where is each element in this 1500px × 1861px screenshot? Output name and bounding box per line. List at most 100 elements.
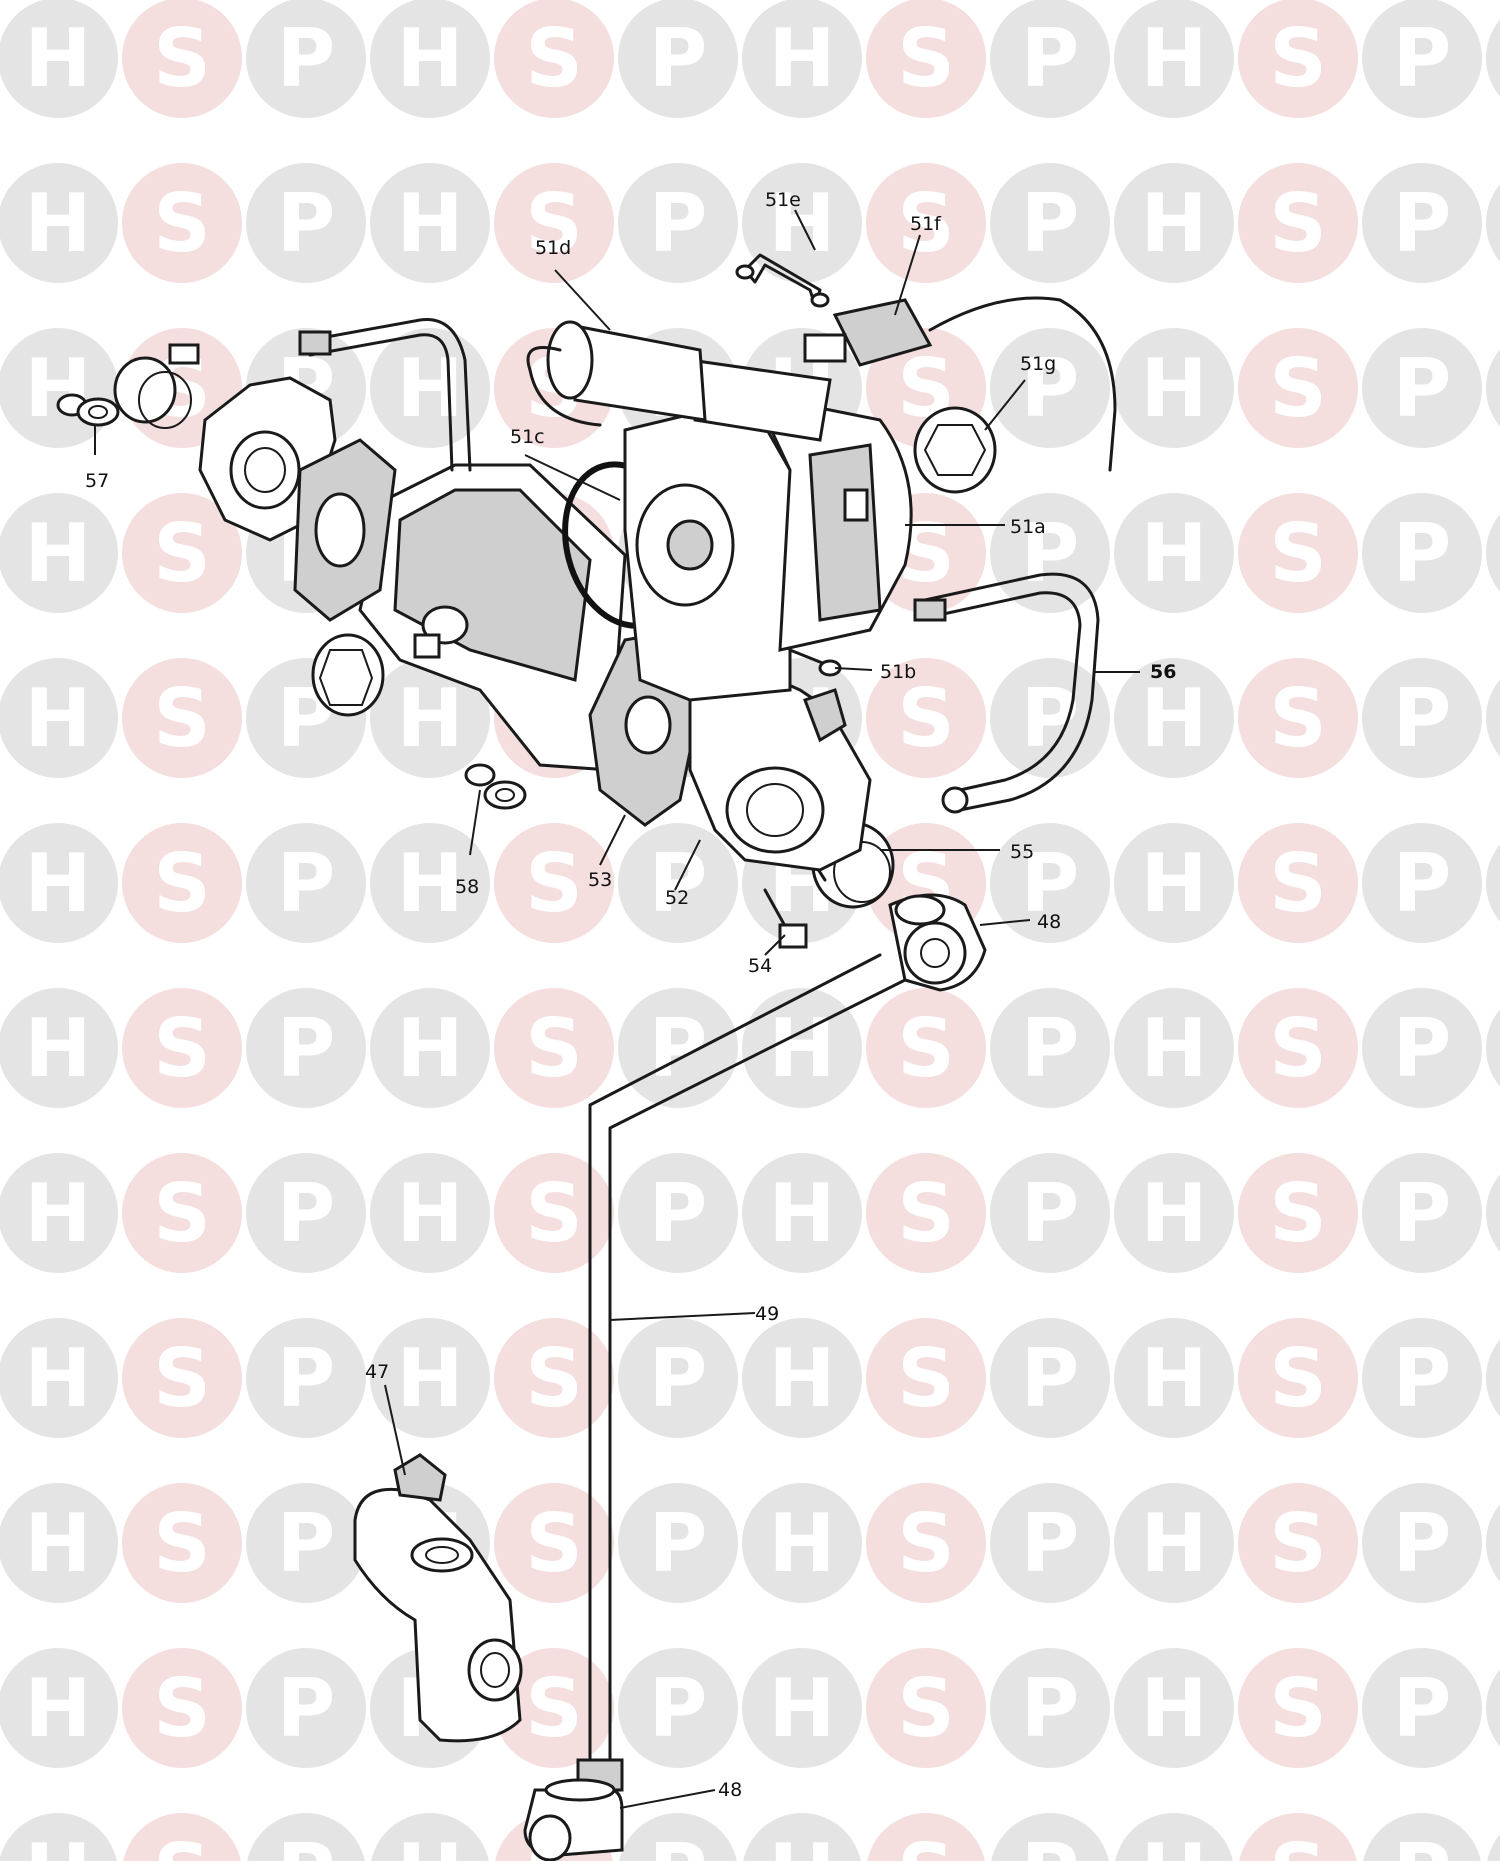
svg-text:H: H <box>397 837 464 930</box>
svg-text:S: S <box>1269 1002 1327 1095</box>
watermark-h-circle: H <box>743 1813 861 1861</box>
watermark-h-circle: H <box>1486 1504 1500 1582</box>
svg-text:P: P <box>277 1167 336 1260</box>
svg-text:P: P <box>649 1332 708 1425</box>
watermark-p-circle: P <box>990 1318 1110 1438</box>
watermark-s-circle: S <box>1238 493 1358 613</box>
watermark-p-circle: P <box>990 1153 1110 1273</box>
svg-text:H: H <box>397 177 464 270</box>
svg-text:P: P <box>277 1827 336 1861</box>
watermark-p-circle: P <box>618 1483 738 1603</box>
svg-text:P: P <box>1021 507 1080 600</box>
watermark-s-circle: S <box>494 823 614 943</box>
watermark-s-circle: S <box>866 1153 986 1273</box>
watermark-p-circle: P <box>618 163 738 283</box>
svg-text:S: S <box>525 1332 583 1425</box>
callout-51b: 51b <box>880 661 916 683</box>
svg-text:H: H <box>769 12 836 105</box>
watermark-s-circle: S <box>494 1483 614 1603</box>
watermark-h-circle: H <box>1486 19 1500 97</box>
watermark-h-circle: H <box>1114 1318 1234 1438</box>
svg-text:P: P <box>1393 1497 1452 1590</box>
svg-text:H: H <box>769 1002 836 1095</box>
watermark-s-circle: S <box>494 988 614 1108</box>
watermark-s-circle: S <box>1238 988 1358 1108</box>
watermark-s-circle: S <box>866 163 986 283</box>
watermark-p-circle: P <box>1362 163 1482 283</box>
watermark-s-circle: S <box>866 1318 986 1438</box>
svg-text:S: S <box>1269 672 1327 765</box>
watermark-h-circle: H <box>0 823 118 943</box>
watermark-s-circle: S <box>122 823 242 943</box>
callout-48-bottom: 48 <box>718 1779 742 1801</box>
watermark-p-circle: P <box>618 1153 738 1273</box>
watermark-h-circle: H <box>1486 679 1500 757</box>
svg-text:H: H <box>25 672 92 765</box>
watermark-p-circle: P <box>1362 1648 1482 1768</box>
svg-text:H: H <box>397 342 464 435</box>
svg-text:S: S <box>525 1662 583 1755</box>
watermark-s-circle: S <box>867 1813 985 1861</box>
watermark-s-circle: S <box>1238 1483 1358 1603</box>
watermark-s-circle: S <box>122 988 242 1108</box>
watermark-h-circle: H <box>0 1648 118 1768</box>
watermark-s-circle: S <box>122 658 242 778</box>
svg-text:P: P <box>1393 1662 1452 1755</box>
union-nut-51g <box>913 406 997 494</box>
watermark-h-circle: H <box>742 1318 862 1438</box>
svg-text:S: S <box>525 837 583 930</box>
watermark-p-circle: P <box>1362 0 1482 118</box>
svg-text:S: S <box>897 1662 955 1755</box>
svg-text:S: S <box>153 177 211 270</box>
watermark-h-circle: H <box>1486 1339 1500 1417</box>
svg-text:S: S <box>1269 837 1327 930</box>
watermark-h-circle: H <box>370 823 490 943</box>
watermark-s-circle: S <box>866 0 986 118</box>
svg-text:P: P <box>1393 1332 1452 1425</box>
watermark-h-circle: H <box>1114 1153 1234 1273</box>
svg-text:H: H <box>25 507 92 600</box>
callout-56: 56 <box>1150 661 1176 683</box>
watermark-s-circle: S <box>1238 163 1358 283</box>
svg-text:S: S <box>525 12 583 105</box>
watermark-h-circle: H <box>371 1813 489 1861</box>
svg-text:H: H <box>769 1497 836 1590</box>
svg-text:H: H <box>1141 342 1208 435</box>
valve-47 <box>353 1453 523 1743</box>
callout-51e: 51e <box>765 189 801 211</box>
svg-text:H: H <box>1141 1827 1208 1861</box>
svg-text:H: H <box>1141 1332 1208 1425</box>
callout-52: 52 <box>665 887 689 909</box>
callout-53: 53 <box>588 869 612 891</box>
watermark-h-circle: H <box>1486 184 1500 262</box>
svg-text:S: S <box>897 12 955 105</box>
watermark-p-circle: P <box>990 823 1110 943</box>
washer-58 <box>464 763 527 810</box>
svg-text:H: H <box>397 1002 464 1095</box>
svg-text:S: S <box>153 1662 211 1755</box>
callout-48-top: 48 <box>1037 911 1061 933</box>
watermark-s-circle: S <box>494 1153 614 1273</box>
callout-51a: 51a <box>1010 516 1046 538</box>
watermark-h-circle: H <box>1114 658 1234 778</box>
svg-text:P: P <box>1393 12 1452 105</box>
callout-47: 47 <box>365 1361 389 1383</box>
leader-lines <box>94 209 1140 1809</box>
watermark-h-circle: H <box>742 1648 862 1768</box>
capacitor-51d <box>526 320 707 427</box>
watermark-p-circle: P <box>1362 493 1482 613</box>
watermark-h-circle: H <box>0 0 118 118</box>
svg-text:S: S <box>897 177 955 270</box>
watermark-p-circle: P <box>619 1813 737 1861</box>
watermark-p-circle: P <box>1362 1483 1482 1603</box>
watermark-p-circle: P <box>1362 988 1482 1108</box>
svg-text:S: S <box>525 177 583 270</box>
watermark-s-circle: S <box>866 988 986 1108</box>
svg-text:H: H <box>25 1002 92 1095</box>
watermark-p-circle: P <box>990 328 1110 448</box>
watermark-h-circle: H <box>1114 823 1234 943</box>
watermark-h-circle: H <box>0 988 118 1108</box>
watermark-s-circle: S <box>122 493 242 613</box>
svg-text:P: P <box>1393 1827 1452 1861</box>
svg-text:S: S <box>1269 1662 1327 1755</box>
